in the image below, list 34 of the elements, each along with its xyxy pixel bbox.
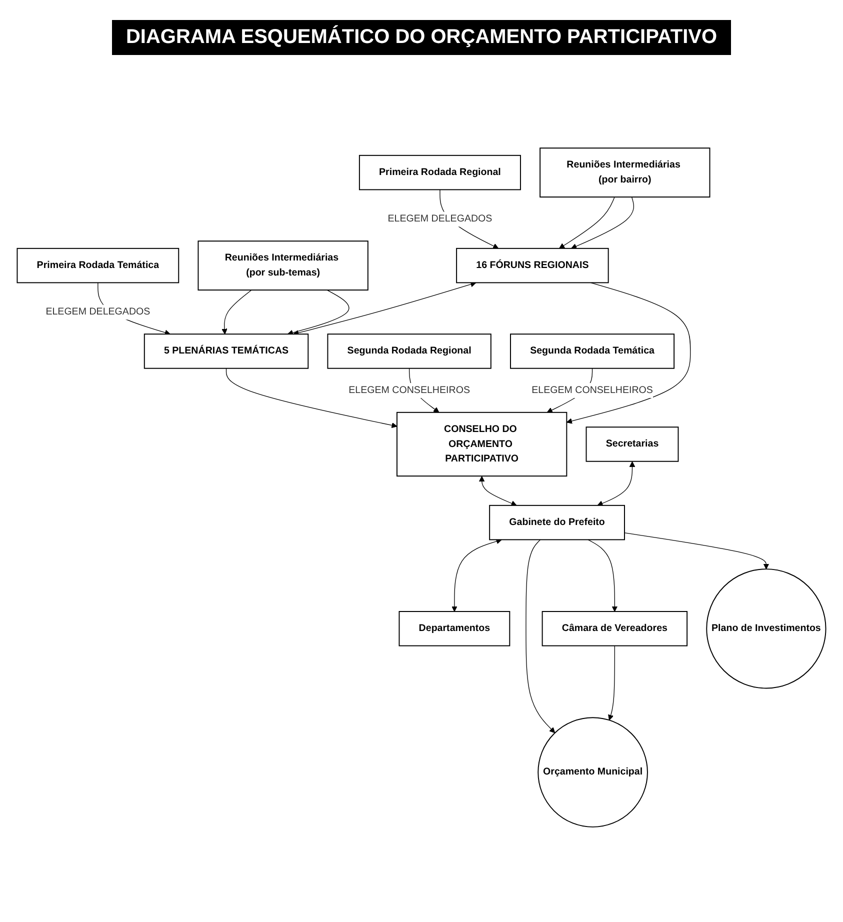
node-circle: Orçamento Municipal <box>538 717 648 828</box>
title-banner: DIAGRAMA ESQUEMÁTICO DO ORÇAMENTO PARTICIPATIVO <box>112 20 732 55</box>
edge-label: ELEGEM DELEGADOS <box>46 306 150 318</box>
node-box: Reuniões Intermediárias (por bairro) <box>540 148 710 198</box>
node-box: Segunda Rodada Regional <box>327 334 492 369</box>
arrow <box>608 645 615 720</box>
arrow <box>588 539 618 612</box>
node-box: Departamentos <box>398 611 510 646</box>
node-circle: Plano de Investimentos <box>706 568 826 689</box>
arrow <box>624 532 770 570</box>
node-box: Gabinete do Prefeito <box>489 504 625 540</box>
node-box: Primeira Rodada Temática <box>16 248 180 284</box>
arrow <box>222 290 252 334</box>
node-box: 5 PLENÁRIAS TEMÁTICAS <box>144 334 309 369</box>
arrow <box>571 196 634 249</box>
arrow <box>293 282 476 336</box>
node-box: Segunda Rodada Temática <box>510 334 675 369</box>
node-box: Câmara de Vereadores <box>542 611 688 646</box>
arrow <box>559 196 615 249</box>
edge-label: ELEGEM CONSELHEIROS <box>348 384 470 396</box>
edge-label: ELEGEM CONSELHEIROS <box>532 384 653 396</box>
arrow <box>452 538 502 612</box>
node-box: Primeira Rodada Regional <box>358 154 521 190</box>
node-box: CONSELHO DO ORÇAMENTO PARTICIPATIVO <box>396 412 568 477</box>
edge-label: ELEGEM DELEGADOS <box>388 213 492 224</box>
arrow <box>566 282 691 424</box>
node-box: Secretarias <box>586 426 679 462</box>
arrow <box>478 476 517 506</box>
arrow <box>226 368 398 428</box>
arrow <box>287 290 350 336</box>
arrow <box>597 461 636 506</box>
node-box: Reuniões Intermediárias (por sub-temas) <box>198 240 368 291</box>
arrow <box>526 539 556 734</box>
node-box: 16 FÓRUNS REGIONAIS <box>456 248 609 284</box>
